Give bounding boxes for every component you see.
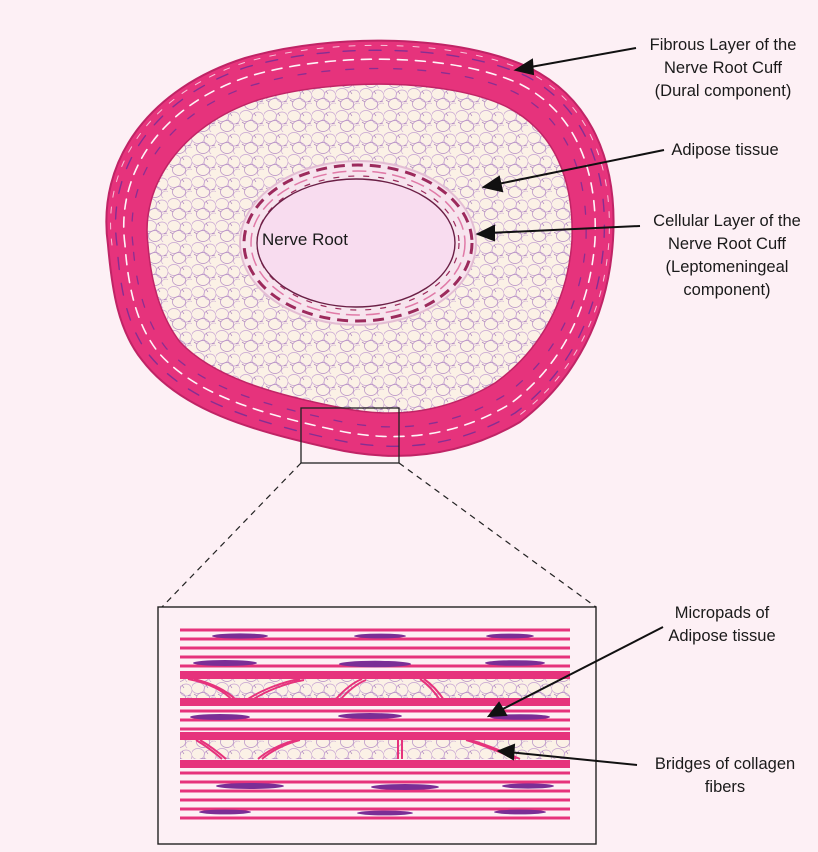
cellular-layer-line-1: Cellular Layer of the [638,210,816,233]
micropads-label: Micropads of Adipose tissue [654,602,790,648]
fibrous-layer-line-1: Fibrous Layer of the [634,34,812,57]
cellular-layer-line-2: Nerve Root Cuff [638,233,816,256]
fibrous-layer-line-2: Nerve Root Cuff [634,57,812,80]
micropads-line-1: Micropads of [654,602,790,625]
bridges-line-1: Bridges of collagen [636,753,814,776]
cellular-layer-line-3: (Leptomeningeal [638,256,816,279]
bridges-label: Bridges of collagen fibers [636,753,814,799]
adipose-tissue-label: Adipose tissue [660,139,790,162]
nerve-root-label: Nerve Root [240,230,370,250]
fibrous-layer-line-3: (Dural component) [634,80,812,103]
micropads-line-2: Adipose tissue [654,625,790,648]
cellular-layer-line-4: component) [638,279,816,302]
bridges-line-2: fibers [636,776,814,799]
inset-collagen-detail [180,627,570,827]
cellular-layer-label: Cellular Layer of the Nerve Root Cuff (L… [638,210,816,302]
adipose-tissue-line-1: Adipose tissue [660,139,790,162]
fibrous-layer-label: Fibrous Layer of the Nerve Root Cuff (Du… [634,34,812,103]
